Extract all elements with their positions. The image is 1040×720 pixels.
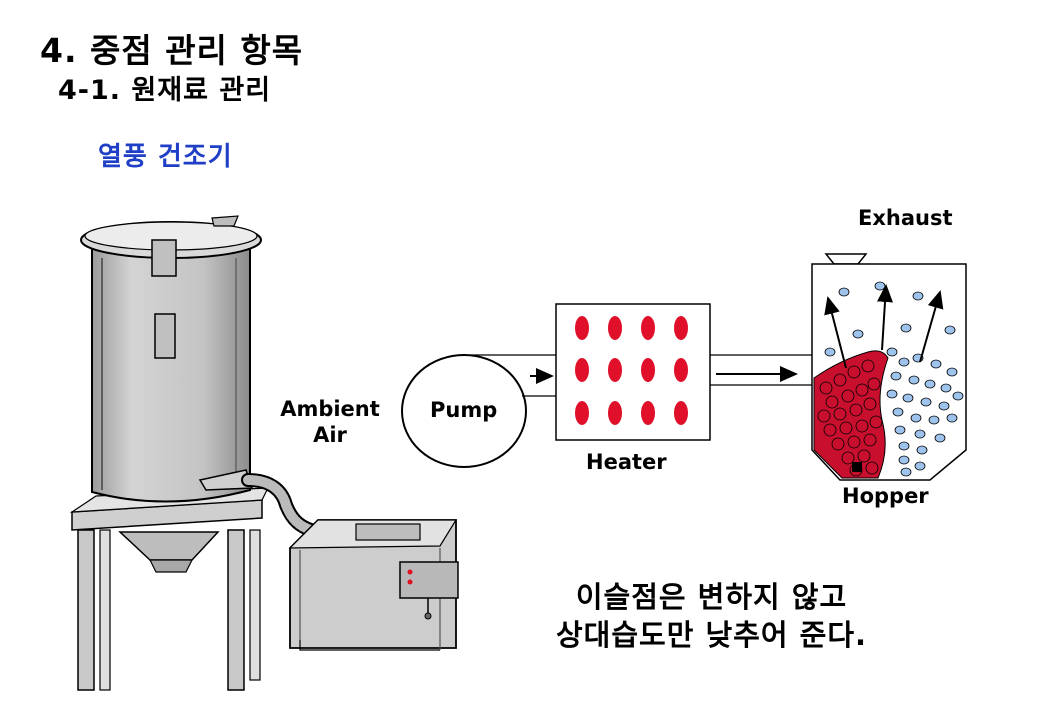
- heating-element: [674, 316, 688, 340]
- exhaust-label: Exhaust: [858, 206, 953, 230]
- moisture-bubbles: [824, 281, 964, 477]
- indicator-light: [407, 569, 413, 575]
- section-heading: 열풍 건조기: [98, 142, 233, 172]
- caption: 이슬점은 변하지 않고 상대습도만 낮추어 준다.: [556, 578, 867, 654]
- heating-element: [575, 358, 589, 382]
- air-ducts: [470, 354, 812, 397]
- heating-element: [608, 358, 622, 382]
- heating-element: [641, 358, 655, 382]
- exhaust-arrow: [877, 284, 893, 351]
- sight-window: [151, 239, 177, 277]
- air-inlet-nozzle: [198, 469, 254, 491]
- heating-element: [575, 316, 589, 340]
- indicator-light: [407, 579, 413, 585]
- stand-leg: [99, 529, 111, 691]
- stand-leg: [249, 529, 261, 681]
- heating-element: [608, 316, 622, 340]
- caption-line1: 이슬점은 변하지 않고: [575, 580, 848, 614]
- heating-element: [608, 401, 622, 425]
- discharge-cone: [118, 531, 220, 561]
- heating-element: [641, 316, 655, 340]
- heater-label: Heater: [586, 450, 667, 474]
- page-subtitle: 4-1. 원재료 관리: [58, 75, 272, 106]
- heating-element: [674, 401, 688, 425]
- pump-circle: [401, 354, 527, 468]
- sight-window: [154, 313, 176, 359]
- page-title: 4. 중점 관리 항목: [40, 31, 304, 70]
- stand-leg: [227, 529, 245, 691]
- heating-element: [674, 358, 688, 382]
- ambient-air-label: Ambient Air: [274, 396, 386, 448]
- heating-element: [575, 401, 589, 425]
- exhaust-arrow: [919, 290, 944, 363]
- hopper-label: Hopper: [842, 484, 929, 508]
- heater: [555, 303, 711, 441]
- heating-elements: [575, 316, 688, 425]
- caption-line2: 상대습도만 낮추어 준다.: [556, 618, 868, 652]
- heating-element: [641, 401, 655, 425]
- exhaust-arrows: [824, 284, 944, 369]
- stand-leg: [77, 529, 95, 691]
- exhaust-arrow: [824, 296, 847, 369]
- lid-vent: [211, 215, 239, 227]
- ambient-air-label-line1: Ambient: [280, 397, 380, 421]
- ambient-air-label-line2: Air: [313, 423, 347, 447]
- pump-label: Pump: [430, 398, 498, 422]
- hopper: [811, 253, 967, 481]
- dryer-machine: [69, 215, 459, 691]
- exhaust-vent: [824, 253, 868, 265]
- pump: [401, 354, 527, 468]
- hopper-tank: [91, 247, 251, 503]
